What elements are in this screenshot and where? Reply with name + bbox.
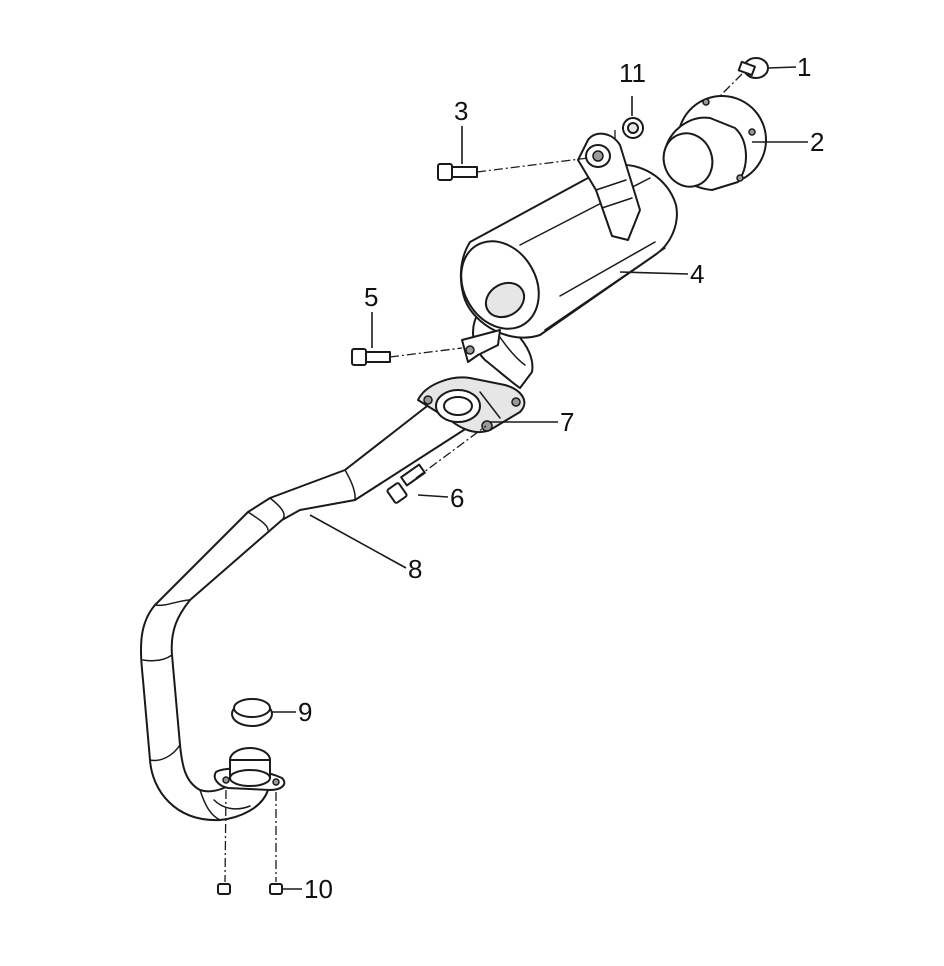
leader-lines — [272, 66, 808, 890]
callout-7: 7 — [560, 407, 574, 437]
callout-6: 6 — [450, 483, 464, 513]
assembly-lines — [224, 73, 743, 883]
callout-2: 2 — [810, 127, 824, 157]
callout-8: 8 — [408, 554, 422, 584]
callout-10: 10 — [304, 874, 333, 904]
tail-cap — [662, 95, 767, 191]
screw-1 — [737, 57, 769, 79]
callout-labels: 1 2 3 4 5 6 7 8 9 10 11 — [298, 52, 824, 904]
pipe-clamp — [417, 376, 526, 434]
bolt-3 — [437, 163, 478, 181]
bolt-6 — [386, 463, 426, 504]
bolt-5 — [351, 348, 391, 366]
nut-11 — [622, 117, 644, 139]
callout-11: 11 — [619, 58, 646, 88]
gasket-9 — [231, 698, 273, 727]
callout-4: 4 — [690, 259, 704, 289]
nuts-10 — [217, 883, 283, 895]
exhaust-port-flange — [213, 747, 286, 791]
callout-1: 1 — [797, 52, 811, 82]
callout-5: 5 — [364, 282, 378, 312]
exhaust-pipe — [140, 395, 471, 822]
callout-9: 9 — [298, 697, 312, 727]
muffler — [459, 132, 678, 389]
callout-3: 3 — [454, 96, 468, 126]
